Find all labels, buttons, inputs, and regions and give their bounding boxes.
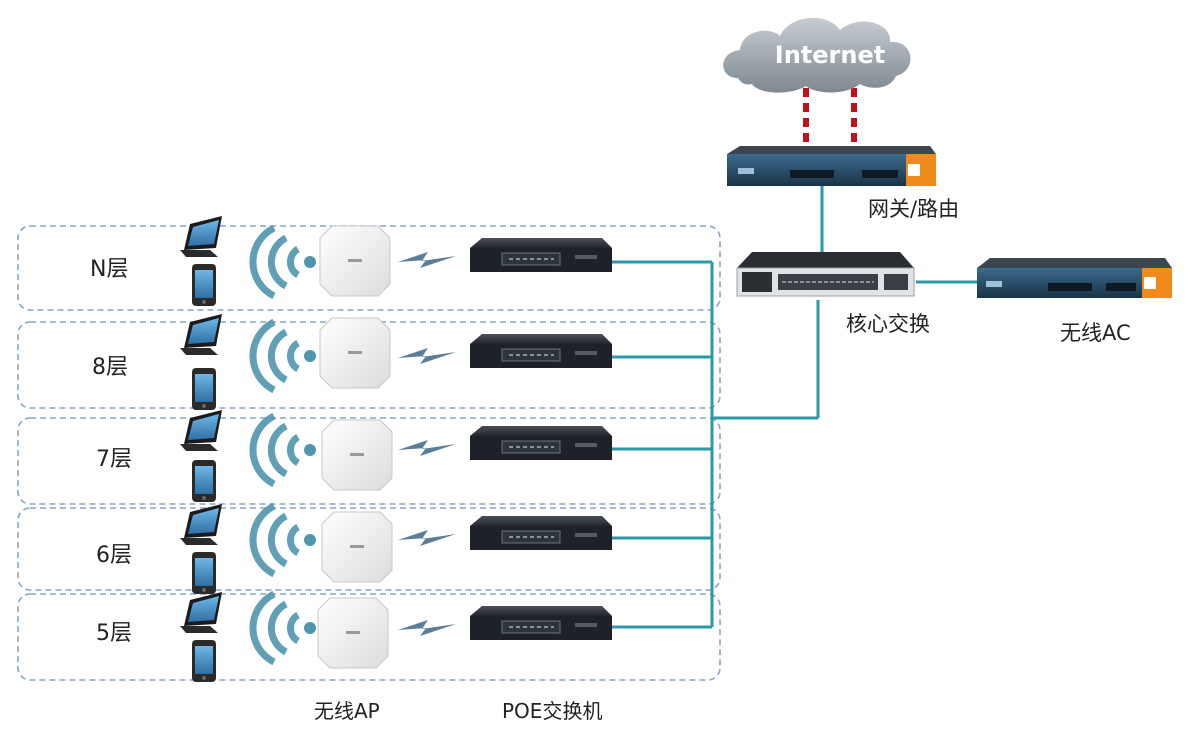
wireless-ap-icon (319, 225, 391, 297)
laptop-icon (180, 410, 222, 451)
poe-switch-icon (469, 515, 613, 551)
wireless-ap-icon (319, 317, 391, 389)
internet-label: Internet (775, 41, 885, 69)
phone-icon (192, 264, 216, 306)
poe-switch-icon (469, 237, 613, 273)
phone-icon (192, 368, 216, 410)
phone-icon (192, 640, 216, 682)
wireless-ac-label: 无线AC (1060, 321, 1131, 345)
floor-label: 5层 (96, 621, 132, 646)
wireless-ap-icon (321, 419, 393, 491)
lightning-icon (398, 440, 456, 456)
phone-icon (192, 552, 216, 594)
phone-icon (192, 460, 216, 502)
gateway-router (727, 146, 936, 186)
floor-zone-8 (17, 321, 721, 409)
core-switch-label: 核心交换 (846, 312, 930, 336)
wifi-icon (253, 416, 316, 484)
poe-switch-icon (469, 425, 613, 461)
wireless-ap-icon (321, 511, 393, 583)
wifi-icon (253, 594, 316, 662)
floor-row-7: 7层 (96, 410, 613, 502)
floor-zone-5 (17, 593, 721, 681)
laptop-icon (180, 592, 222, 633)
poe-switch-icon (469, 333, 613, 369)
internet-cloud: Internet (723, 17, 911, 93)
wifi-icon (253, 506, 316, 574)
floor-label: N层 (90, 257, 128, 282)
floor-row-n: N层 (90, 216, 613, 306)
floor-zone-n (17, 225, 721, 311)
floor-label: 8层 (92, 355, 128, 380)
lightning-icon (398, 348, 456, 364)
laptop-icon (180, 314, 222, 355)
wireless-ap-label: 无线AP (314, 699, 380, 723)
wifi-icon (253, 228, 316, 296)
wireless-ap-icon (317, 597, 389, 669)
laptop-icon (180, 504, 222, 545)
poe-switch-label: POE交换机 (502, 699, 602, 723)
floor-zones (17, 225, 721, 681)
floor-row-6: 6层 (96, 504, 613, 594)
lightning-icon (398, 252, 456, 268)
wifi-icon (253, 322, 316, 390)
poe-switch-icon (469, 605, 613, 641)
core-switch (736, 252, 915, 297)
lightning-icon (398, 620, 456, 636)
floor-zone-6 (17, 507, 721, 591)
floor-label: 6层 (96, 543, 132, 568)
wireless-ac (977, 258, 1172, 298)
laptop-icon (180, 216, 222, 257)
lightning-icon (398, 530, 456, 546)
floor-label: 7层 (96, 447, 132, 472)
floor-row-8: 8层 (92, 314, 613, 410)
gateway-label: 网关/路由 (868, 197, 959, 221)
wan-links (803, 88, 857, 150)
floor-zone-7 (17, 417, 721, 505)
floor-row-5: 5层 (96, 592, 613, 682)
uplink-cables (612, 186, 980, 629)
